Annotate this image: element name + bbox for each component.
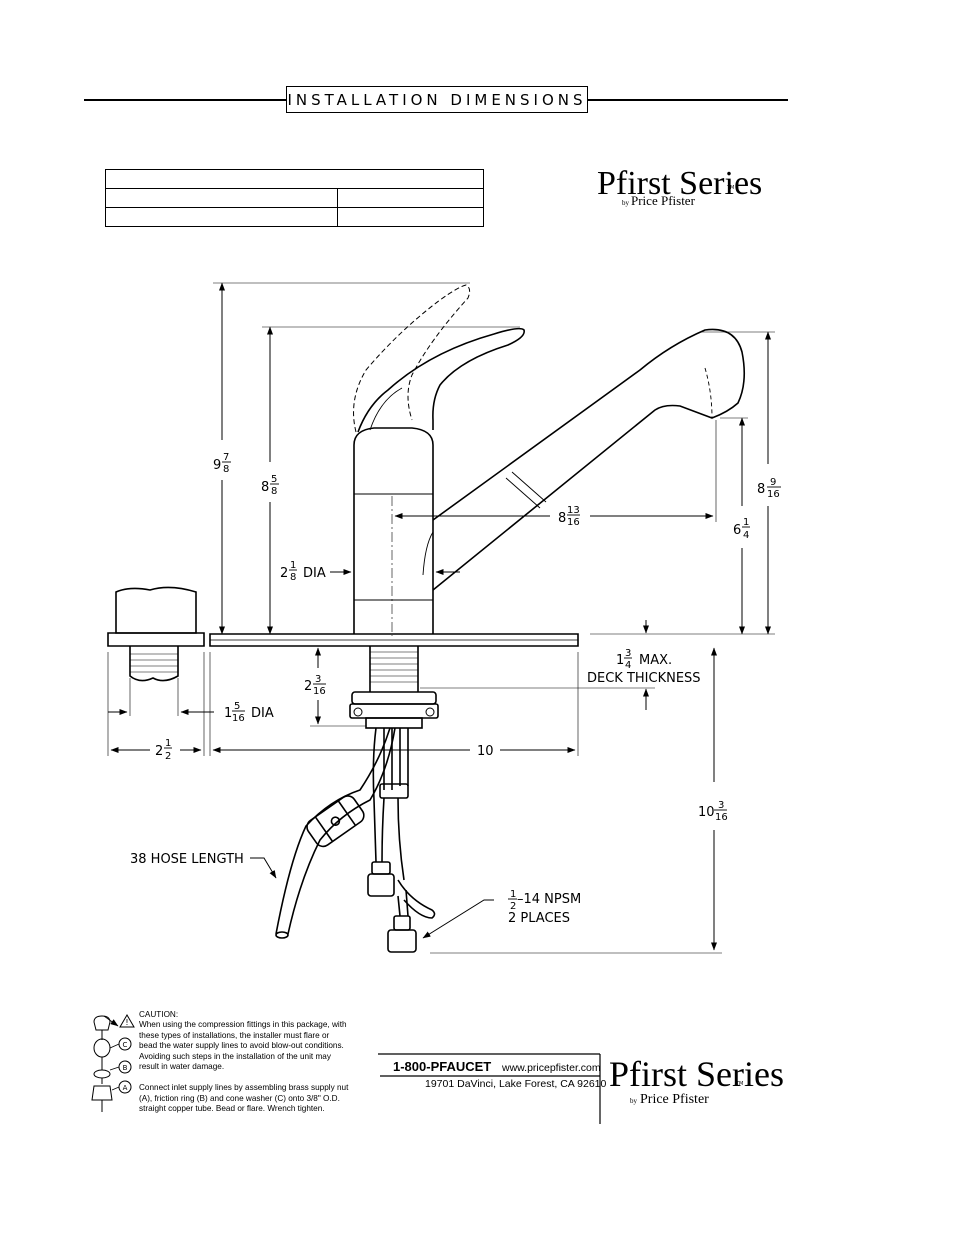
svg-text:8: 8 (757, 482, 765, 497)
dim-sprayer-width: 2 1 2 (155, 738, 172, 762)
dim-handle-raised-height: 9 7 8 (213, 452, 231, 475)
fitting-illustration (91, 1014, 135, 1112)
logo-byline-text: Price Pfister (640, 1092, 709, 1107)
caution-block: CAUTION: When using the compression fitt… (139, 1010, 369, 1115)
dimension-lines (107, 282, 775, 954)
table-cell (337, 207, 484, 227)
svg-text:8: 8 (223, 464, 229, 475)
faucet-outline (107, 284, 746, 953)
dim-deck-thickness: 1 3 4 MAX. DECK THICKNESS (587, 648, 701, 686)
svg-text:8: 8 (261, 480, 269, 495)
dim-spout-reach: 8 13 16 (558, 505, 580, 528)
svg-text:–14 NPSM: –14 NPSM (517, 892, 581, 907)
warning-icon: ! (125, 1018, 128, 1027)
header-rule-right (588, 99, 788, 101)
table-row (105, 207, 484, 227)
logo-by-text: by (622, 199, 630, 207)
svg-text:DIA: DIA (251, 706, 274, 721)
dim-sprayer-hole: 1 5 16 DIA (224, 701, 274, 724)
instruction-line: Connect inlet supply lines by assembling… (139, 1083, 349, 1093)
caution-line: these types of installations, the instal… (139, 1030, 330, 1040)
dim-body-diameter: 2 1 8 DIA (280, 560, 326, 583)
part-label-b: B (123, 1064, 128, 1072)
brand-logo-bottom: Pfirst Series TM by Price Pfister (609, 1054, 784, 1107)
svg-text:9: 9 (213, 458, 221, 473)
svg-text:13: 13 (567, 505, 580, 516)
svg-text:1: 1 (510, 889, 516, 900)
svg-text:16: 16 (715, 812, 728, 823)
svg-text:5: 5 (234, 701, 240, 712)
dim-escutcheon-width: 10 (477, 744, 494, 759)
caution-line: When using the compression fittings in t… (139, 1020, 347, 1030)
svg-text:4: 4 (743, 530, 749, 541)
svg-text:1: 1 (743, 517, 749, 528)
dim-connections: 1 2 –14 NPSM 2 PLACES (508, 889, 581, 926)
dim-spout-outlet-height: 6 1 4 (733, 517, 750, 541)
page-title: INSTALLATION DIMENSIONS (286, 86, 588, 113)
svg-text:DIA: DIA (303, 566, 326, 581)
svg-text:1: 1 (165, 738, 171, 749)
svg-text:2 PLACES: 2 PLACES (508, 911, 570, 926)
svg-text:1: 1 (290, 560, 296, 571)
svg-text:16: 16 (767, 489, 780, 500)
svg-text:DECK THICKNESS: DECK THICKNESS (587, 671, 701, 686)
contact-address: 19701 DaVinci, Lake Forest, CA 92610 (425, 1078, 607, 1090)
svg-text:5: 5 (271, 474, 277, 485)
instruction-line: (A), friction ring (B) and cone washer (… (139, 1093, 340, 1103)
contact-website[interactable]: www.pricepfister.com (501, 1062, 601, 1074)
svg-text:3: 3 (718, 800, 724, 811)
svg-text:16: 16 (313, 686, 326, 697)
svg-text:6: 6 (733, 523, 741, 538)
svg-text:2: 2 (280, 566, 288, 581)
svg-text:1: 1 (616, 653, 624, 668)
dim-spout-top-height: 8 9 16 (757, 477, 781, 500)
header-rule-left (84, 99, 286, 101)
dim-body-height: 8 5 8 (261, 474, 279, 497)
caution-heading: CAUTION: (139, 1010, 179, 1019)
svg-text:10: 10 (698, 805, 715, 820)
svg-text:3: 3 (625, 648, 631, 659)
spec-table (105, 169, 484, 227)
svg-text:2: 2 (165, 751, 171, 762)
logo-brand-text: Pfirst Series (597, 165, 762, 202)
dim-hose-length: 38 HOSE LENGTH (130, 852, 244, 867)
brand-logo-top: Pfirst Series TM by Price Pfister (597, 165, 762, 208)
part-label-c: C (123, 1041, 128, 1049)
svg-text:1: 1 (224, 706, 232, 721)
svg-text:3: 3 (315, 674, 321, 685)
svg-text:2: 2 (155, 744, 163, 759)
logo-tm-text: TM (726, 185, 734, 191)
svg-text:8: 8 (558, 511, 566, 526)
svg-text:8: 8 (290, 572, 296, 583)
svg-text:2: 2 (510, 901, 516, 912)
caution-line: bead the water supply lines to avoid blo… (139, 1041, 344, 1051)
logo-byline-text: Price Pfister (631, 193, 696, 208)
svg-text:2: 2 (304, 679, 312, 694)
contact-phone: 1-800-PFAUCET (393, 1059, 491, 1074)
dimension-labels: 9 7 8 8 5 8 8 9 16 8 13 16 6 1 (130, 452, 781, 926)
logo-tm-text: TM (735, 1081, 743, 1087)
svg-text:9: 9 (770, 477, 776, 488)
logo-by-text: by (630, 1097, 638, 1105)
logo-brand-text: Pfirst Series (609, 1054, 784, 1094)
dim-shank-length: 2 3 16 (304, 674, 326, 697)
instruction-line: straight copper tube. Bead or flare. Wre… (139, 1104, 325, 1114)
svg-text:MAX.: MAX. (639, 653, 672, 668)
caution-line: result in water damage. (139, 1062, 225, 1072)
svg-text:16: 16 (567, 517, 580, 528)
svg-text:16: 16 (232, 713, 245, 724)
table-row (105, 188, 484, 208)
dim-below-deck-length: 10 3 16 (698, 800, 728, 823)
svg-text:8: 8 (271, 486, 277, 497)
caution-line: Avoiding such steps in the installation … (139, 1051, 331, 1061)
part-label-a: A (123, 1084, 128, 1092)
contact-box (378, 1053, 601, 1124)
svg-text:4: 4 (625, 660, 631, 671)
svg-text:7: 7 (223, 452, 229, 463)
